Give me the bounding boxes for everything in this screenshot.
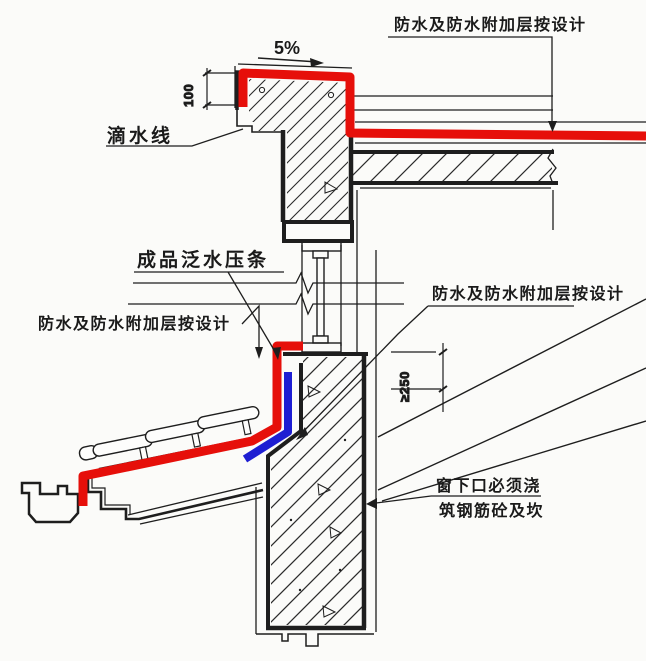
dimension-250: ≥250 — [391, 343, 448, 412]
lower-wall-hatch — [271, 357, 362, 625]
waterproof-top-text: 防水及防水附加层按设计 — [394, 15, 587, 34]
window-head-lintel — [282, 220, 354, 243]
label-waterproof-top: 防水及防水附加层按设计 — [388, 15, 587, 132]
additional-layer-blue — [242, 372, 292, 463]
concrete-mark — [324, 181, 339, 194]
drip-line-text: 滴水线 — [107, 124, 173, 147]
roof-tile — [197, 406, 260, 430]
sill-note-text-1: 窗下口必须浇 — [436, 476, 541, 495]
waterproof-left-text: 防水及防水附加层按设计 — [38, 314, 231, 333]
leader-arrow — [296, 427, 308, 440]
leader-arrow — [272, 347, 281, 360]
membrane-parapet-roof — [238, 68, 646, 141]
sill-note-text-2: 筑钢筋砼及坎 — [439, 501, 544, 520]
eave-structure — [86, 473, 264, 525]
roof-slab — [351, 95, 646, 230]
slope-arrowhead — [310, 58, 324, 67]
window-mullion — [316, 257, 325, 337]
slope-text: 5% — [274, 38, 300, 58]
slope-arrow: 5% — [257, 38, 324, 67]
window-section — [301, 190, 377, 632]
waterproofing-membrane — [78, 68, 646, 506]
coping-drip-edge — [236, 107, 283, 133]
gutter — [20, 481, 80, 524]
label-sill-note: 窗下口必须浇 筑钢筋砼及坎 — [366, 476, 544, 520]
break-lines — [128, 271, 404, 316]
window-sill-frame — [301, 342, 342, 353]
flashing-strip-text: 成品泛水压条 — [137, 248, 269, 271]
membrane-sill-slope — [78, 341, 303, 506]
dim-100-text: 100 — [181, 84, 196, 107]
leader-arrow — [255, 347, 263, 359]
dimension-100: 100 — [181, 68, 237, 110]
label-waterproof-mid: 防水及防水附加层按设计 — [296, 284, 625, 440]
tile-clip — [241, 419, 252, 436]
waterproof-mid-text: 防水及防水附加层按设计 — [432, 284, 625, 303]
parapet-wall — [234, 63, 354, 243]
leader-arrow — [366, 498, 377, 509]
sloped-tile-roof — [78, 406, 260, 476]
tile-clip — [191, 432, 202, 448]
wall-bottom-break — [256, 633, 374, 647]
parapet-hatch — [249, 79, 348, 239]
label-drip-line: 滴水线 — [106, 124, 244, 147]
slab-hatch — [353, 154, 552, 181]
label-flashing-strip: 成品泛水压条 — [134, 248, 284, 360]
tile-clip — [138, 446, 149, 461]
leader-arrow — [548, 121, 557, 132]
lower-wall — [255, 352, 374, 647]
projection-lines — [377, 298, 646, 502]
slab-break-symbol — [547, 148, 557, 185]
dim-250-text: ≥250 — [397, 371, 412, 402]
label-waterproof-left: 防水及防水附加层按设计 — [38, 304, 263, 359]
